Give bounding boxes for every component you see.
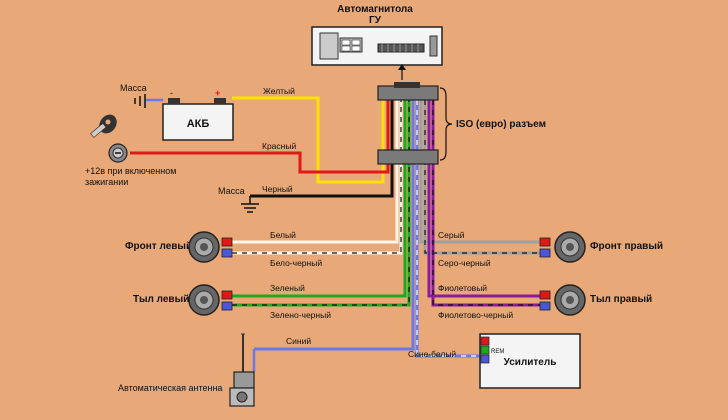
wire-blue	[254, 100, 415, 351]
wire-gray	[419, 100, 540, 244]
amplifier-label: Усилитель	[504, 357, 557, 368]
wire-label-green-black: Зелено-черный	[270, 310, 331, 320]
up-arrow	[398, 64, 406, 80]
wire-label-blue: Синий	[286, 336, 311, 346]
wire-label-gray: Серый	[438, 230, 465, 240]
amplifier	[479, 333, 581, 389]
battery-plus-sign: +	[215, 88, 220, 98]
wire-label-black: Черный	[262, 184, 293, 194]
amplifier-rem-label: REM	[491, 349, 504, 355]
ignition-label-line1: +12в при включенном	[85, 166, 176, 176]
wire-label-white: Белый	[270, 230, 296, 240]
ground-label-mid: Масса	[218, 186, 245, 196]
wire-label-violet: Фиолетовый	[438, 283, 487, 293]
wire-blue-white	[415, 100, 480, 358]
wire-label-white-black: Бело-черный	[270, 258, 322, 268]
connector-brace	[439, 87, 453, 161]
ignition-switch-icon	[108, 143, 128, 163]
wire-label-yellow: Желтый	[263, 86, 295, 96]
speaker-label-rear-left: Тыл левый	[133, 294, 189, 305]
speaker-front-right	[539, 231, 586, 263]
wire-violet-black	[431, 100, 540, 307]
key-icon	[90, 114, 117, 138]
speaker-front-left	[188, 231, 233, 263]
wire-label-green: Зеленый	[270, 283, 305, 293]
ignition-label-line2: зажигании	[85, 177, 128, 187]
wire-label-blue-white: Сине-белый	[408, 349, 456, 359]
speaker-rear-left	[188, 284, 233, 316]
ground-icon-top	[134, 94, 163, 108]
wire-white	[232, 100, 399, 244]
speaker-rear-right	[539, 284, 586, 316]
wire-black	[250, 100, 394, 198]
head-unit-title: Автомагнитола	[337, 4, 413, 15]
wire-yellow	[232, 96, 385, 184]
connector-label: ISO (евро) разъем	[456, 119, 546, 130]
head-unit-subtitle: ГУ	[369, 15, 382, 26]
iso-connector	[377, 82, 439, 165]
wire-red	[130, 100, 390, 174]
speaker-label-front-left: Фронт левый	[125, 241, 192, 252]
antenna-icon	[229, 333, 256, 407]
battery-label: АКБ	[187, 118, 210, 130]
speaker-label-rear-right: Тыл правый	[590, 294, 652, 305]
battery	[162, 98, 234, 141]
head-unit	[311, 26, 443, 66]
battery-minus-sign: -	[170, 88, 173, 98]
wire-label-gray-black: Серо-черный	[438, 258, 491, 268]
ground-label-top: Масса	[120, 83, 147, 93]
wire-violet	[427, 100, 540, 298]
wire-label-red: Красный	[262, 141, 296, 151]
antenna-label: Автоматическая антенна	[118, 383, 222, 393]
wire-green	[232, 100, 407, 298]
ground-icon-mid	[241, 196, 259, 213]
wire-label-violet-black: Фиолетово-черный	[438, 310, 513, 320]
speaker-label-front-right: Фронт правый	[590, 241, 663, 252]
